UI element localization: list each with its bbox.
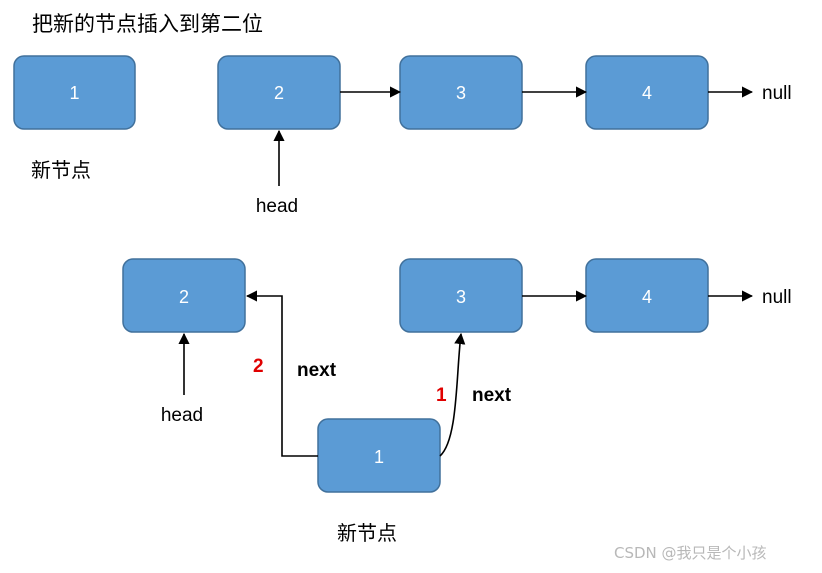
bottom-node-2-value: 2 [179,287,189,307]
bottom-node-3: 3 [399,258,523,333]
bottom-null-label: null [762,287,792,308]
step-1-label: 1 [436,385,447,406]
next-label-1: next [472,385,512,406]
bottom-new-node-value: 1 [374,447,384,467]
next-label-2: next [297,360,337,381]
watermark: CSDN @我只是个小孩 [614,544,767,562]
top-head-label: head [256,196,298,217]
arrow-new-node-to-node-2 [245,290,318,457]
bottom-node-4-value: 4 [642,287,652,307]
step-2-label: 2 [253,356,264,377]
bottom-node-4: 4 [585,258,709,333]
bottom-node-2-box [122,258,246,333]
top-node-2-value: 2 [274,83,284,103]
top-null-label: null [762,83,792,104]
bottom-new-node-caption: 新节点 [337,521,397,545]
top-new-node: 1 [13,55,136,130]
top-node-2: 2 [217,55,341,130]
bottom-node-2: 2 [122,258,246,333]
bottom-new-node: 1 [317,418,441,493]
bottom-head-label: head [161,405,203,426]
top-node-3-value: 3 [456,83,466,103]
diagram-title: 把新的节点插入到第二位 [32,12,263,36]
bottom-node-3-value: 3 [456,287,466,307]
top-new-node-caption: 新节点 [31,158,91,182]
top-new-node-box [13,55,136,130]
top-node-3: 3 [399,55,523,130]
top-node-4: 4 [585,55,709,130]
arrow-new-node-to-node-3 [439,332,466,457]
top-node-4-value: 4 [642,83,652,103]
top-new-node-value: 1 [69,83,79,103]
